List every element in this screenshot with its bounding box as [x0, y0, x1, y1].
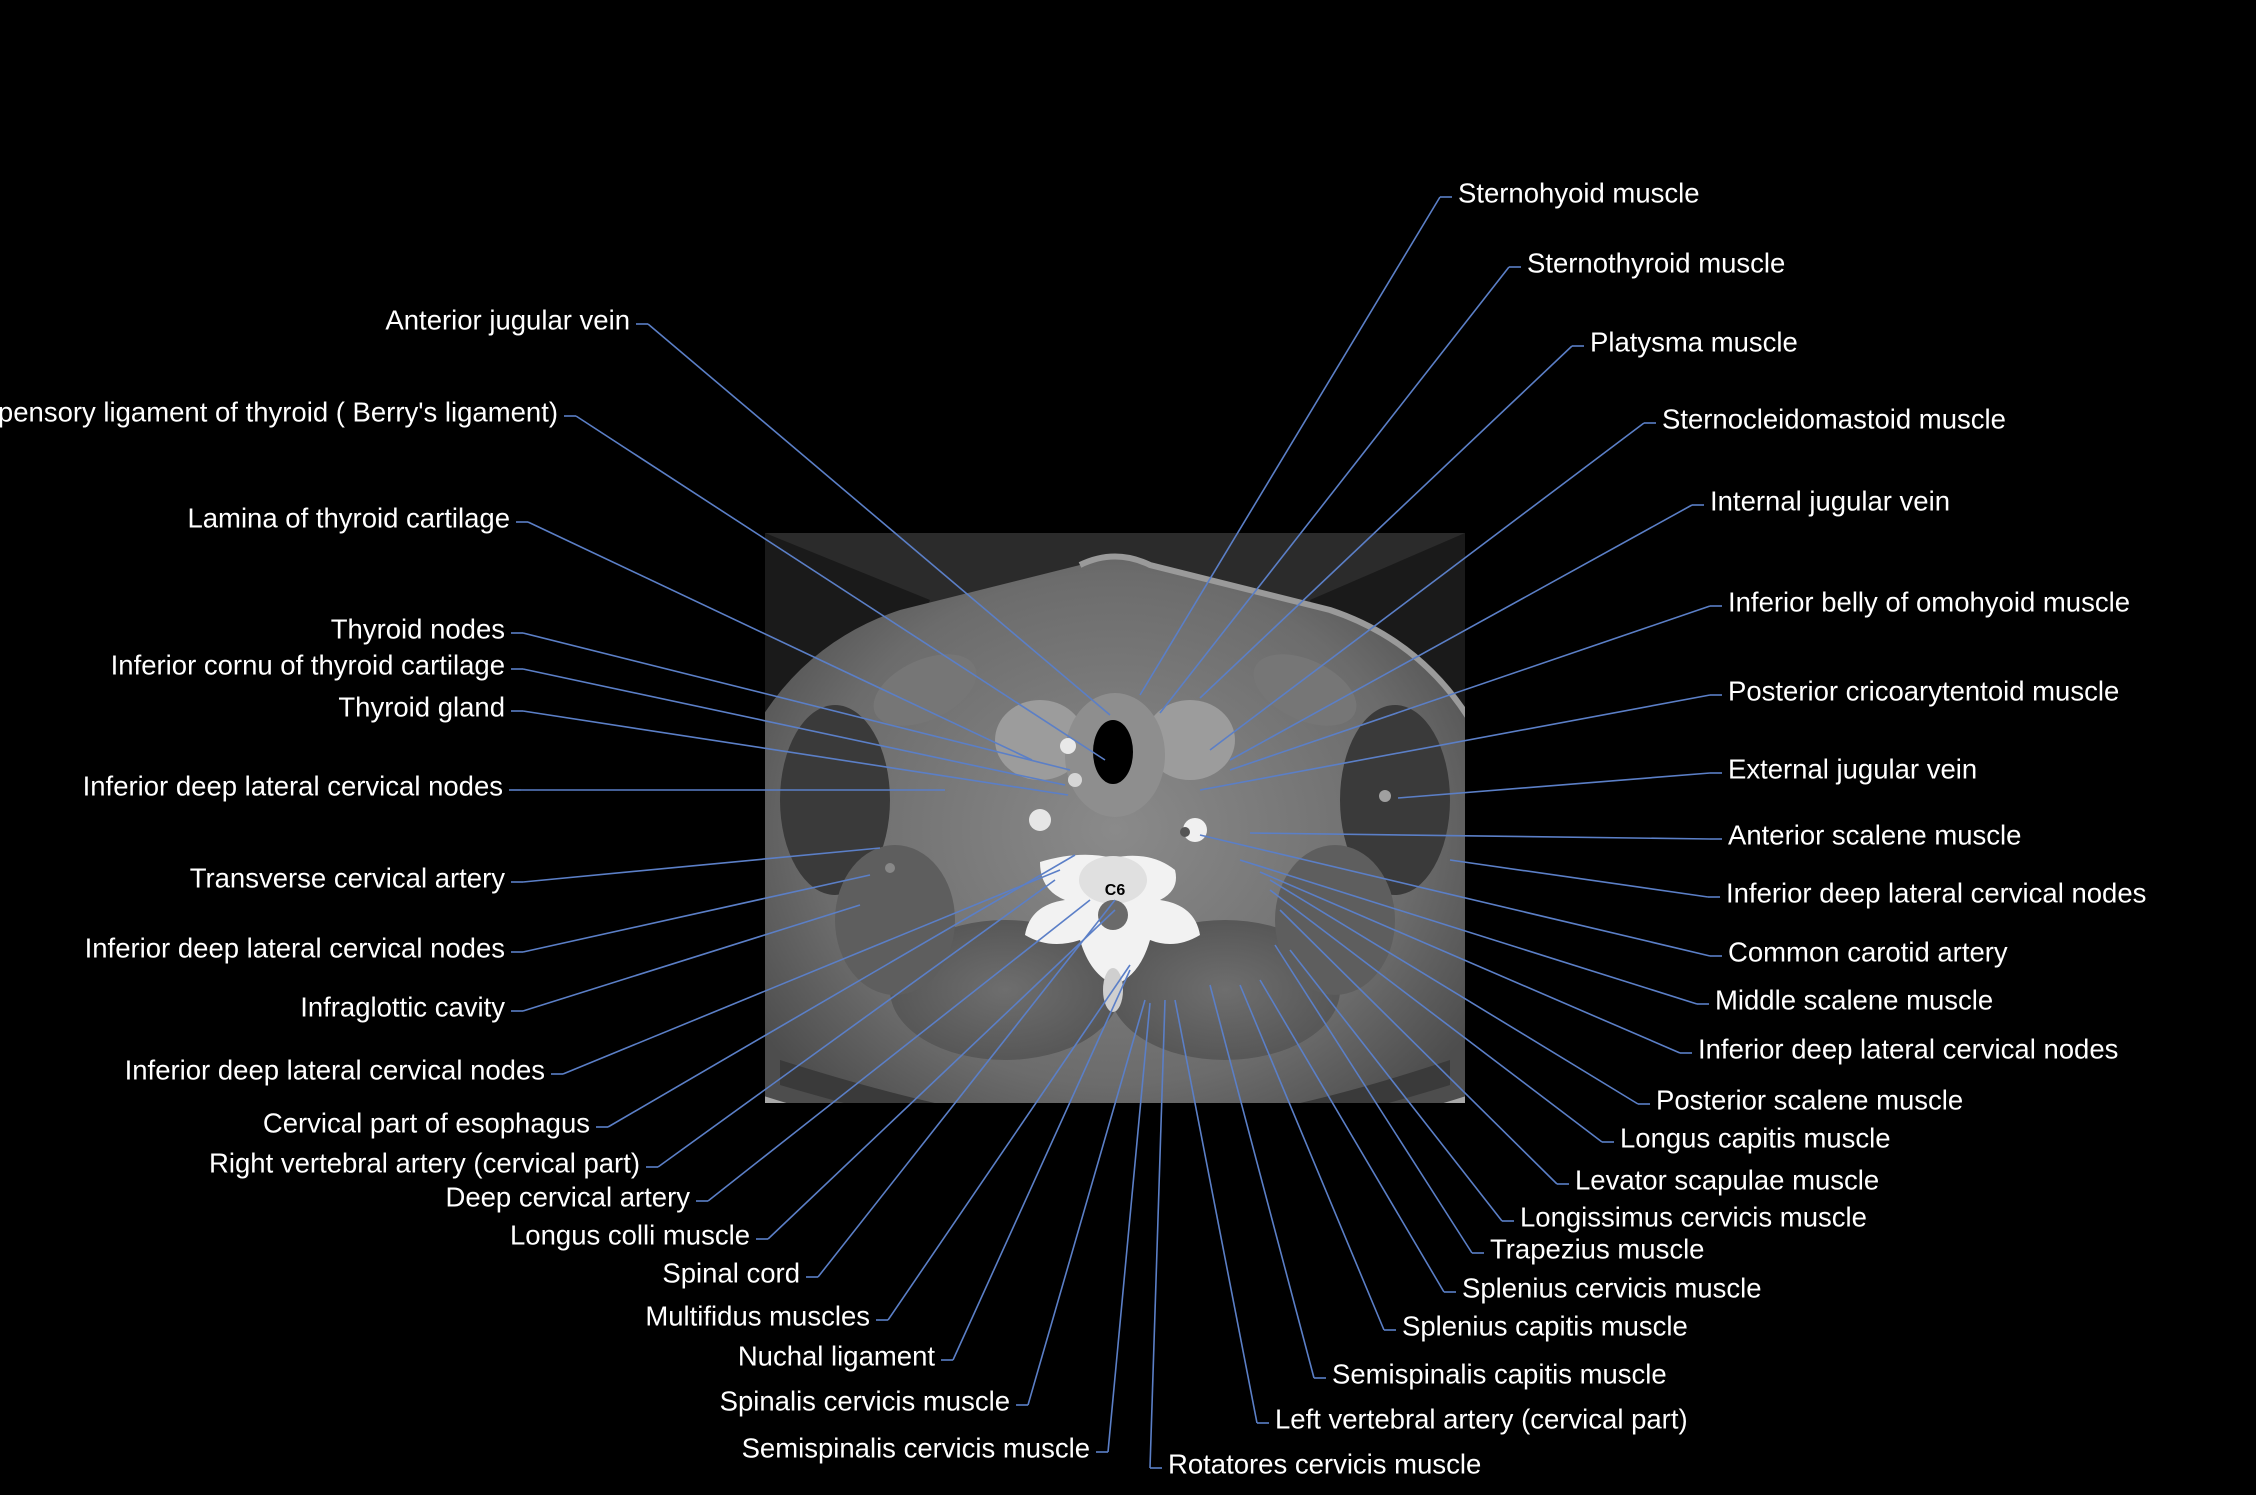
anatomy-label: Infraglottic cavity	[300, 991, 505, 1022]
anatomy-label: Inferior deep lateral cervical nodes	[85, 932, 505, 963]
anatomy-label: Common carotid artery	[1728, 936, 2008, 967]
vertebra: C6	[1025, 854, 1200, 1012]
leader-line	[522, 632, 1071, 771]
leader-line	[1279, 909, 1558, 1185]
leader-line	[1159, 266, 1510, 714]
anatomy-label: Inferior cornu of thyroid cartilage	[111, 649, 505, 680]
anatomy-label: Internal jugular vein	[1710, 485, 1950, 516]
leader-line	[887, 964, 1131, 1321]
leader-line	[522, 710, 1069, 796]
leader-line	[1209, 984, 1315, 1379]
anatomy-label: Thyroid gland	[338, 691, 505, 722]
leader-line	[527, 521, 1033, 761]
anatomy-label: Longissimus cervicis muscle	[1520, 1201, 1867, 1232]
leader-line	[1259, 871, 1681, 1054]
leader-line	[1199, 834, 1711, 957]
ct-scan-image: C6	[765, 533, 1465, 1103]
anatomy-label: Sternothyroid muscle	[1527, 247, 1785, 278]
anatomy-label: Cervical part of esophagus	[263, 1107, 590, 1138]
leader-line	[522, 874, 871, 953]
anatomy-label: Suspensory ligament of thyroid ( Berry's…	[0, 396, 558, 427]
leader-line	[522, 904, 861, 1012]
leader-line	[1199, 694, 1711, 791]
leader-line	[1139, 196, 1441, 696]
vertebral-level-label: C6	[1105, 882, 1126, 899]
leader-line	[1209, 422, 1645, 751]
anatomy-label: Spinal cord	[662, 1257, 800, 1288]
leader-line	[1449, 859, 1709, 898]
anatomy-label: Deep cervical artery	[445, 1181, 690, 1212]
anatomy-label: External jugular vein	[1728, 753, 1977, 784]
anatomy-label: Anterior jugular vein	[385, 304, 630, 335]
leader-line	[952, 969, 1131, 1361]
leader-line	[1027, 999, 1146, 1406]
leader-line	[575, 415, 1106, 761]
anatomy-label: Inferior deep lateral cervical nodes	[125, 1054, 545, 1085]
leader-line	[1229, 504, 1693, 761]
leader-line	[562, 869, 1061, 1075]
anatomy-label: Nuchal ligament	[738, 1340, 936, 1371]
leader-line	[1149, 999, 1166, 1469]
leader-line	[1274, 944, 1473, 1254]
leader-line	[817, 899, 1116, 1278]
anatomy-label: Lamina of thyroid cartilage	[187, 502, 510, 533]
leader-line	[1239, 984, 1385, 1331]
leader-line	[522, 847, 881, 883]
leader-line	[767, 909, 1116, 1240]
anatomy-label: Semispinalis capitis muscle	[1332, 1358, 1667, 1389]
anatomy-label: Inferior deep lateral cervical nodes	[1698, 1033, 2118, 1064]
anatomy-label: Inferior deep lateral cervical nodes	[1726, 877, 2146, 908]
anatomy-label: Longus capitis muscle	[1620, 1122, 1891, 1153]
anatomy-label: Trapezius muscle	[1490, 1233, 1704, 1264]
leader-line	[1269, 879, 1639, 1105]
leader-line	[1174, 999, 1258, 1424]
anatomy-label: Inferior belly of omohyoid muscle	[1728, 586, 2130, 617]
anatomy-label: Sternocleidomastoid muscle	[1662, 403, 2006, 434]
leader-line	[1199, 345, 1573, 699]
leader-line	[647, 323, 1111, 716]
anatomy-label: Anterior scalene muscle	[1728, 819, 2021, 850]
anatomy-label: Multifidus muscles	[645, 1300, 870, 1331]
anatomy-label: Sternohyoid muscle	[1458, 177, 1700, 208]
leader-line	[707, 899, 1091, 1202]
anatomy-label: Middle scalene muscle	[1715, 984, 1993, 1015]
leader-line	[1259, 979, 1445, 1293]
leader-line	[522, 668, 1066, 786]
anatomy-label: Posterior scalene muscle	[1656, 1084, 1963, 1115]
anatomy-label: Platysma muscle	[1590, 326, 1798, 357]
leader-line	[1249, 832, 1711, 840]
anatomy-label: Longus colli muscle	[510, 1219, 750, 1250]
leader-line	[1107, 1002, 1151, 1453]
anatomy-label: Splenius cervicis muscle	[1462, 1272, 1762, 1303]
leader-line	[1229, 605, 1711, 771]
anatomy-label: Semispinalis cervicis muscle	[742, 1432, 1090, 1463]
leader-lines	[509, 196, 1722, 1469]
anatomy-label: Right vertebral artery (cervical part)	[209, 1147, 640, 1178]
anatomy-label: Rotatores cervicis muscle	[1168, 1448, 1481, 1479]
leader-line	[1289, 949, 1503, 1222]
leader-line	[1239, 859, 1698, 1005]
anatomy-label: Left vertebral artery (cervical part)	[1275, 1403, 1688, 1434]
anatomy-label: Levator scapulae muscle	[1575, 1164, 1879, 1195]
anatomy-label: Spinalis cervicis muscle	[720, 1385, 1010, 1416]
anatomy-label: Transverse cervical artery	[190, 862, 506, 893]
anatomy-label: Thyroid nodes	[331, 613, 505, 644]
anatomy-label: Inferior deep lateral cervical nodes	[83, 770, 503, 801]
leader-line	[1269, 889, 1603, 1143]
leader-line	[607, 854, 1076, 1128]
leader-line	[1397, 772, 1711, 799]
anatomy-label: Splenius capitis muscle	[1402, 1310, 1688, 1341]
anatomy-label: Posterior cricoarytentoid muscle	[1728, 675, 2119, 706]
leader-line	[657, 879, 1056, 1168]
